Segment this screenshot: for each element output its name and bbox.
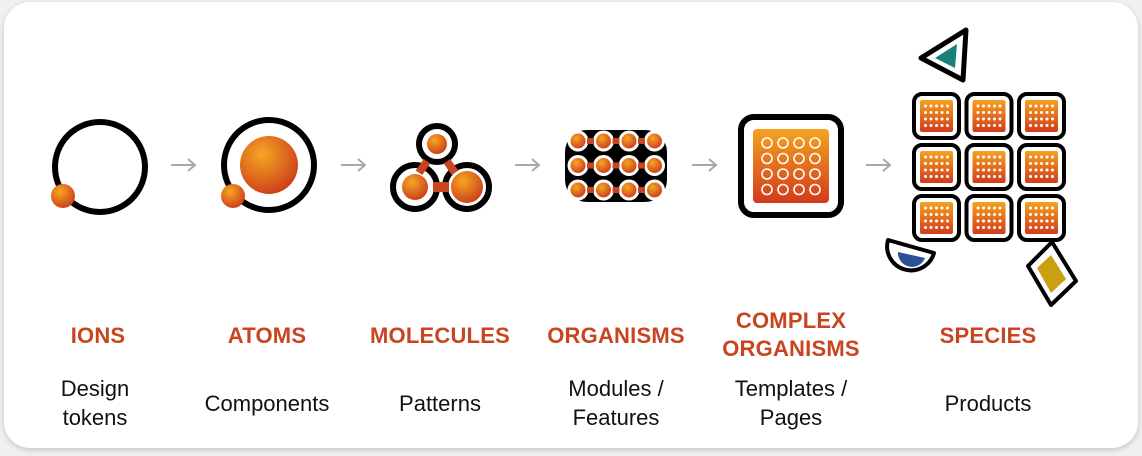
complex-organism-icon [738,114,844,218]
species-tile [912,143,961,191]
ring [761,137,773,149]
bead-core [596,182,611,198]
bead-link [612,187,620,193]
ring [777,183,789,196]
ring [793,168,805,180]
stage-desc-molecules: Patterns [399,391,481,416]
stage-label-atoms: ATOMS [227,323,307,348]
species-tile [1017,194,1066,242]
species-tile [964,92,1014,140]
stage-desc-atoms: Components [204,391,330,416]
ion-icon [51,119,148,215]
stage-label-species: SPECIES [939,323,1037,348]
stage-desc-ions: Design tokens [60,376,130,430]
ring [777,152,789,165]
arrow-icon [515,158,541,172]
ring [761,168,773,180]
species-tile [964,143,1014,191]
ring [809,183,821,196]
organism-icon [565,130,667,202]
bead-core [647,158,662,173]
stage-label-organisms: ORGANISMS [547,323,685,348]
bead-core [596,158,611,173]
arrow-icon [692,158,718,172]
molecule-icon [390,123,492,212]
bead-link [638,187,645,193]
arrow-icon [866,158,892,172]
ring [793,137,805,149]
species-tile [912,194,961,242]
ring [761,152,773,165]
ring [777,168,789,180]
ring [793,183,805,196]
bead-link [587,187,594,193]
bead-core [647,182,662,198]
arrow-icon [341,158,367,172]
atom-icon [221,117,317,213]
bead-core [647,133,662,149]
stage-label-ions: IONS [70,323,126,348]
ring [809,152,821,165]
bead-core [621,133,637,149]
bead-link [612,138,620,144]
ring [793,152,805,165]
species-icon [885,27,1078,307]
species-tile [912,92,961,140]
ring [809,137,821,149]
bead-core [570,133,586,149]
bead-core [570,182,586,198]
bead-core [621,158,637,173]
bead-link [587,162,594,169]
species-tile [1017,92,1066,140]
stage-desc-organisms: Modules / Features [568,376,664,430]
bead-core [596,133,611,149]
species-tile [964,194,1014,242]
stage-label-complex-organisms: COMPLEX ORGANISMS [722,308,860,361]
bead-link [638,162,645,169]
stage-desc-species: Products [944,391,1032,416]
ring [777,137,789,149]
bead-link [612,162,620,169]
ring [809,168,821,180]
stage-desc-complex-organisms: Templates / Pages [734,376,848,430]
bead-core [570,158,586,173]
bead-link [587,138,594,144]
ring [761,183,773,196]
stage-label-molecules: MOLECULES [370,323,510,348]
species-tile [1017,143,1066,191]
bead-link [638,138,645,144]
arrow-icon [171,158,197,172]
bead-core [621,182,637,198]
